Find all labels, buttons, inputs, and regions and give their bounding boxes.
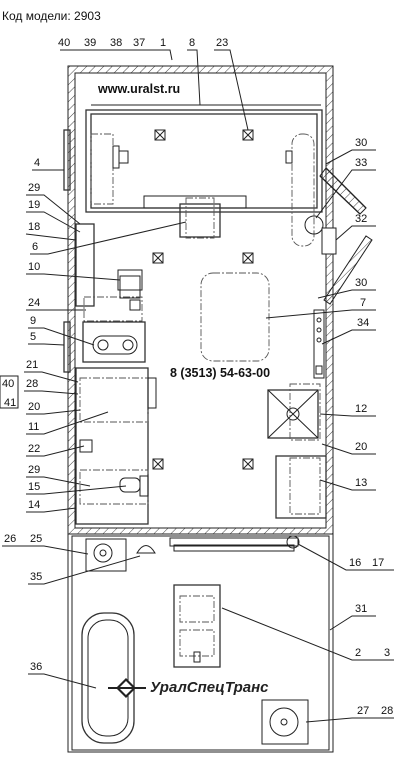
- callout-40-side: 40: [2, 378, 14, 390]
- ceiling-lamp-1: [154, 129, 166, 141]
- left-equipment: [63, 129, 157, 525]
- callout-7: 7: [360, 297, 366, 309]
- callout-28-side: 28: [26, 378, 38, 390]
- callout-26: 26: [4, 533, 16, 545]
- callout-12: 12: [355, 403, 367, 415]
- callout-13: 13: [355, 477, 367, 489]
- callout-29-upper: 29: [28, 182, 40, 194]
- upper-bunk: [85, 109, 323, 247]
- callout-41: 41: [4, 397, 16, 409]
- callout-23: 23: [216, 37, 228, 49]
- callout-37: 37: [133, 37, 145, 49]
- callout-6: 6: [32, 241, 38, 253]
- callout-21: 21: [26, 359, 38, 371]
- callout-11: 11: [28, 421, 39, 433]
- callout-1: 1: [160, 37, 166, 49]
- callout-32: 32: [355, 213, 367, 225]
- callout-19: 19: [28, 199, 40, 211]
- callout-18: 18: [28, 221, 40, 233]
- callout-35: 35: [30, 571, 42, 583]
- callout-25: 25: [30, 533, 42, 545]
- ceiling-lamps: [152, 252, 254, 470]
- callout-10: 10: [28, 261, 40, 273]
- callout-9: 9: [30, 315, 36, 327]
- callout-20-right: 20: [355, 441, 367, 453]
- callout-33: 33: [355, 157, 367, 169]
- callout-14: 14: [28, 499, 40, 511]
- roof-hatch: [179, 203, 221, 238]
- callout-24: 24: [28, 297, 40, 309]
- right-callouts: 30 33 32 30 7 34 12 20 13 16 17 31 2 3 2…: [221, 137, 394, 723]
- model-code-label: Код модели: 2903: [2, 9, 101, 23]
- floor-hatch: [200, 272, 270, 362]
- phone-number: 8 (3513) 54-63-00: [170, 366, 270, 380]
- callout-29-lower: 29: [28, 464, 40, 476]
- callout-2: 2: [355, 647, 361, 659]
- callout-27: 27: [357, 705, 369, 717]
- brand-logo: УралСпецТранс: [108, 678, 269, 698]
- right-equipment: [267, 167, 373, 519]
- callout-16: 16: [349, 557, 361, 569]
- callout-8: 8: [189, 37, 195, 49]
- callout-3: 3: [384, 647, 390, 659]
- callout-4: 4: [34, 157, 40, 169]
- callout-31: 31: [355, 603, 367, 615]
- brand-name: УралСпецТранс: [150, 679, 269, 696]
- left-callouts: 4 29 19 18 6 10 24 9 5 21 40 28 41 20 11…: [0, 157, 187, 689]
- callout-34: 34: [357, 317, 369, 329]
- callout-30-upper: 30: [355, 137, 367, 149]
- top-callouts: 40 39 38 37 1 8 23: [58, 37, 249, 131]
- callout-40: 40: [58, 37, 70, 49]
- callout-22: 22: [28, 443, 40, 455]
- cargo-items: [81, 535, 309, 745]
- callout-30-lower: 30: [355, 277, 367, 289]
- callout-36: 36: [30, 661, 42, 673]
- callout-38: 38: [110, 37, 122, 49]
- website-label: www.uralst.ru: [97, 82, 180, 96]
- callout-5: 5: [30, 331, 36, 343]
- callout-28-right: 28: [381, 705, 393, 717]
- cargo-compartment: [67, 533, 334, 753]
- callout-15: 15: [28, 481, 40, 493]
- callout-39: 39: [84, 37, 96, 49]
- outer-wall: [67, 65, 334, 535]
- callout-17: 17: [372, 557, 384, 569]
- callout-20-left: 20: [28, 401, 40, 413]
